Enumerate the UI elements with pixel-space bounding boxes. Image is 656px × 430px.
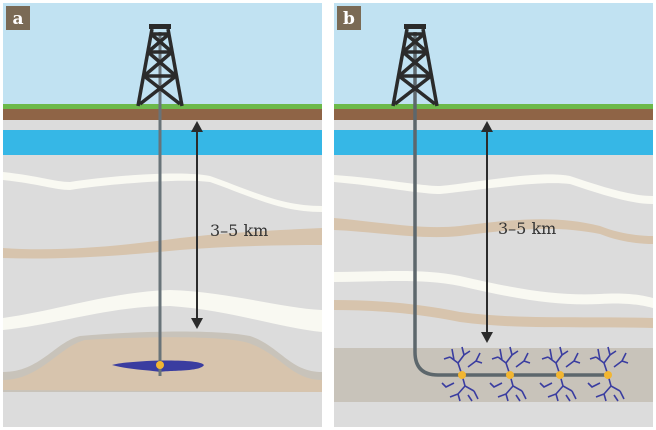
depth-arrow — [481, 121, 493, 343]
depth-label-a: 3–5 km — [210, 221, 268, 240]
frack-point — [506, 371, 514, 379]
aquifer — [3, 130, 322, 155]
well-point — [156, 361, 164, 369]
soil — [3, 109, 322, 120]
frack-point — [604, 371, 612, 379]
panel-b: b 3–5 km — [334, 3, 653, 427]
panel-label-b: b — [343, 9, 355, 29]
horizontal-well — [413, 32, 610, 377]
panel-label-a: a — [12, 9, 23, 29]
frack-point — [458, 371, 466, 379]
grass — [3, 104, 322, 109]
frack-point — [556, 371, 564, 379]
panel-a: a 3–5 km — [3, 3, 322, 427]
depth-arrow — [191, 121, 203, 329]
depth-label-b: 3–5 km — [498, 219, 556, 238]
